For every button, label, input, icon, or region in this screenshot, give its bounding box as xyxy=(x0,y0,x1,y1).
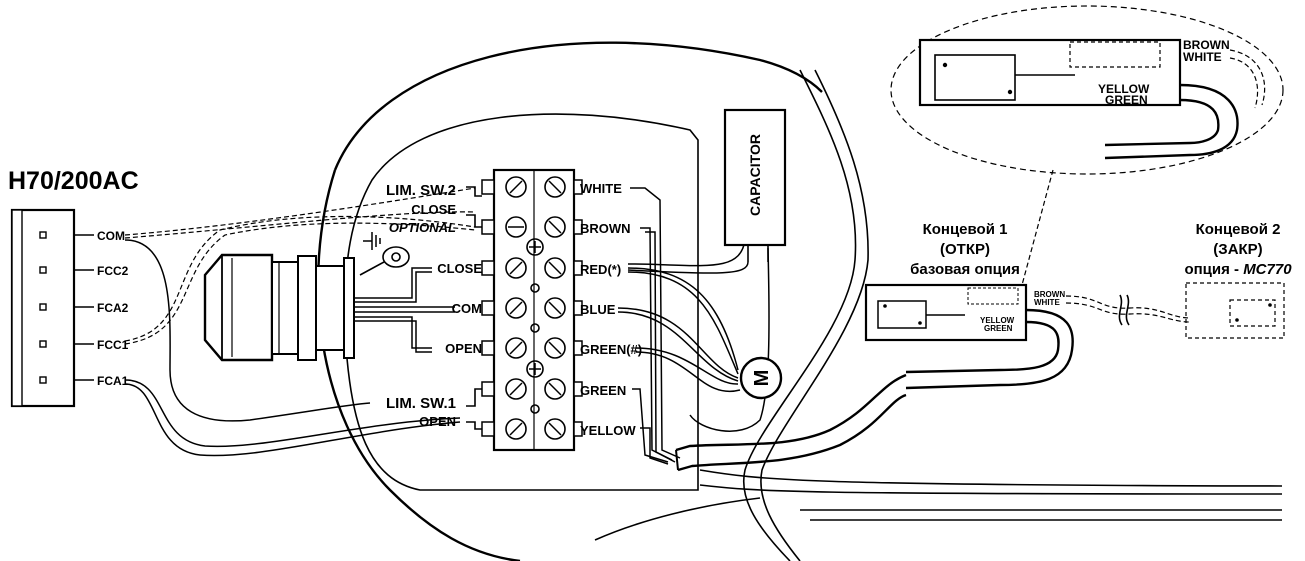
terminal-row xyxy=(505,297,566,319)
pin-label-com: COM xyxy=(97,229,125,243)
terminal-block xyxy=(481,168,583,452)
controller-wiring xyxy=(124,187,476,457)
detail-wire-yellow: YELLOW xyxy=(1098,82,1150,96)
switch2-title: Концевой 2 xyxy=(1196,221,1281,238)
controller-connector: H70/200AC COM FCC2 FCA2 FCC1 FCA1 xyxy=(8,167,139,408)
switch2-model: MC770 xyxy=(1243,261,1292,278)
label-optional: OPTIONAL xyxy=(389,220,456,235)
pin-label-fca2: FCA2 xyxy=(97,301,129,315)
motor-housing xyxy=(316,41,1283,561)
label-com: COM xyxy=(452,301,482,316)
motor-label: M xyxy=(751,370,773,387)
connector-pin-fcc2: FCC2 xyxy=(39,264,129,278)
terminal-row xyxy=(505,216,566,238)
label-lim-sw1: LIM. SW.1 xyxy=(386,395,456,412)
label-green: GREEN xyxy=(580,383,626,398)
capacitor: CAPACITOR xyxy=(627,108,787,274)
pin-label-fca1: FCA1 xyxy=(97,374,129,388)
switch2-note: опция - MC770 xyxy=(1184,261,1292,278)
ground-screw-icon xyxy=(526,238,544,256)
terminal-row xyxy=(505,378,566,400)
limit-switch-2: Концевой 2 (ЗАКР) опция - MC770 xyxy=(1184,221,1292,339)
pin-label-fcc2: FCC2 xyxy=(97,264,129,278)
terminal-row xyxy=(505,257,566,279)
label-white: WHITE xyxy=(580,181,622,196)
motor-icon: M xyxy=(739,356,783,400)
label-open: OPEN xyxy=(445,341,482,356)
switch2-subtitle: (ЗАКР) xyxy=(1213,241,1262,258)
terminal-row xyxy=(505,418,566,440)
label-lim-sw2: LIM. SW.2 xyxy=(386,182,456,199)
switch1-wire-green: GREEN xyxy=(984,324,1013,333)
switch1-wire-white: WHITE xyxy=(1034,298,1060,307)
ground-screw-icon xyxy=(526,360,544,378)
label-blue: BLUE xyxy=(580,302,616,317)
switch1-note: базовая опция xyxy=(910,261,1020,278)
label-open-sw1: OPEN xyxy=(419,414,456,429)
controller-title: H70/200AC xyxy=(8,167,139,195)
switch1-wire-yellow: YELLOW xyxy=(980,316,1015,325)
connector-pin-fca2: FCA2 xyxy=(39,301,129,315)
detail-callout: BROWN WHITE YELLOW GREEN xyxy=(890,5,1284,286)
switch1-title: Концевой 1 xyxy=(923,221,1008,238)
terminal-right-labels: WHITE BROWN RED(*) BLUE GREEN(#) GREEN Y… xyxy=(580,181,642,438)
label-yellow: YELLOW xyxy=(580,423,636,438)
switch1-wire-brown: BROWN xyxy=(1034,290,1065,299)
capacitor-label: CAPACITOR xyxy=(747,134,763,216)
label-green-hash: GREEN(#) xyxy=(580,342,642,357)
terminal-left-labels: LIM. SW.2 CLOSE OPTIONAL CLOSE COM OPEN … xyxy=(386,182,482,430)
ground-symbol xyxy=(359,232,410,276)
detail-wire-brown: BROWN xyxy=(1183,38,1230,52)
switch1-subtitle: (ОТКР) xyxy=(940,241,990,258)
cable-exit xyxy=(675,373,907,472)
detail-wire-white: WHITE xyxy=(1183,50,1222,64)
pin-label-fcc1: FCC1 xyxy=(97,338,129,352)
label-red: RED(*) xyxy=(580,262,621,277)
limit-switch-1: Концевой 1 (ОТКР) базовая опция BROWN WH… xyxy=(864,221,1191,390)
connector-pin-fca1: FCA1 xyxy=(39,374,129,388)
connector-pin-com: COM xyxy=(39,229,125,243)
terminal-row xyxy=(505,176,566,198)
detail-wire-green: GREEN xyxy=(1105,93,1148,107)
cable-gland xyxy=(203,253,355,362)
label-brown: BROWN xyxy=(580,221,631,236)
label-close: CLOSE xyxy=(437,261,482,276)
connector-pin-fcc1: FCC1 xyxy=(39,338,129,352)
terminal-row xyxy=(505,337,566,359)
motor-wiring xyxy=(617,187,770,465)
label-close-optional: CLOSE xyxy=(411,202,456,217)
